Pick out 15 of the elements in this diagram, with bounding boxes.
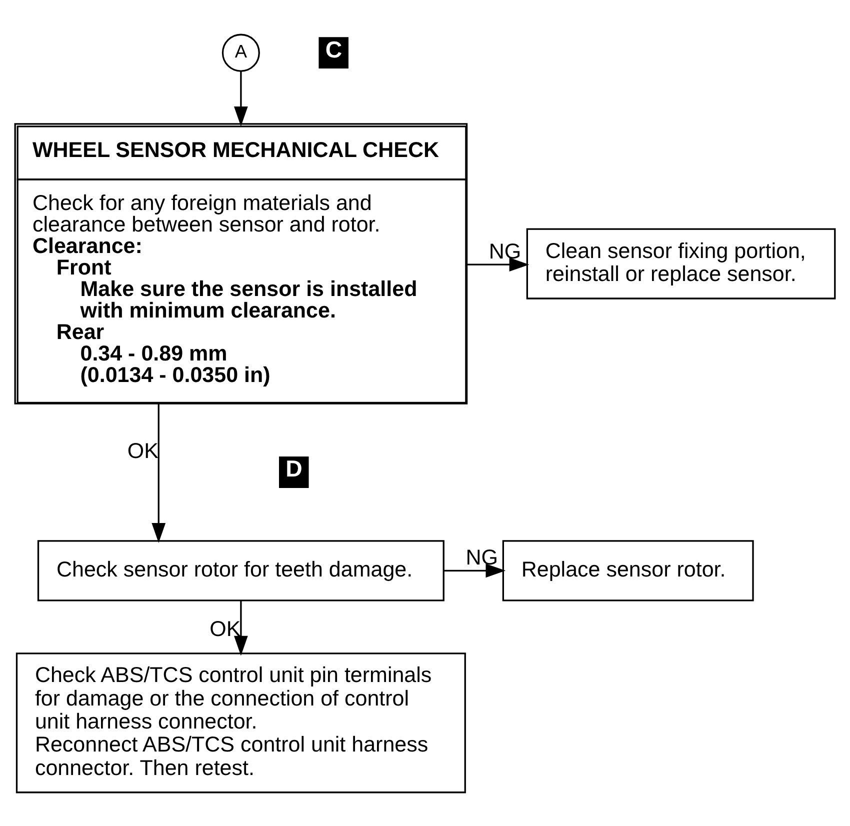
node-box: Check sensor rotor for teeth damage. <box>37 540 444 601</box>
arrow <box>234 71 248 126</box>
edge-label: NG <box>466 545 498 570</box>
label: C <box>325 36 342 62</box>
arrow <box>466 257 530 272</box>
node-box: Check ABS/TCS control unit pin terminals for damage or the connection of control unit harness connector. Reconnect ABS/TCS control unit harness connector. Then retest. <box>16 652 466 793</box>
arrow <box>152 403 166 542</box>
node-box: Replace sensor rotor. <box>502 540 754 601</box>
label: D <box>286 455 302 482</box>
arrow <box>234 600 248 656</box>
edge-label: OK <box>127 438 158 462</box>
edge-label: NG <box>488 239 522 264</box>
node-box: Clean sensor fixing portion, reinstall or replace sensor. <box>526 228 836 299</box>
arrow <box>444 563 506 578</box>
node-circle: A <box>222 33 260 72</box>
